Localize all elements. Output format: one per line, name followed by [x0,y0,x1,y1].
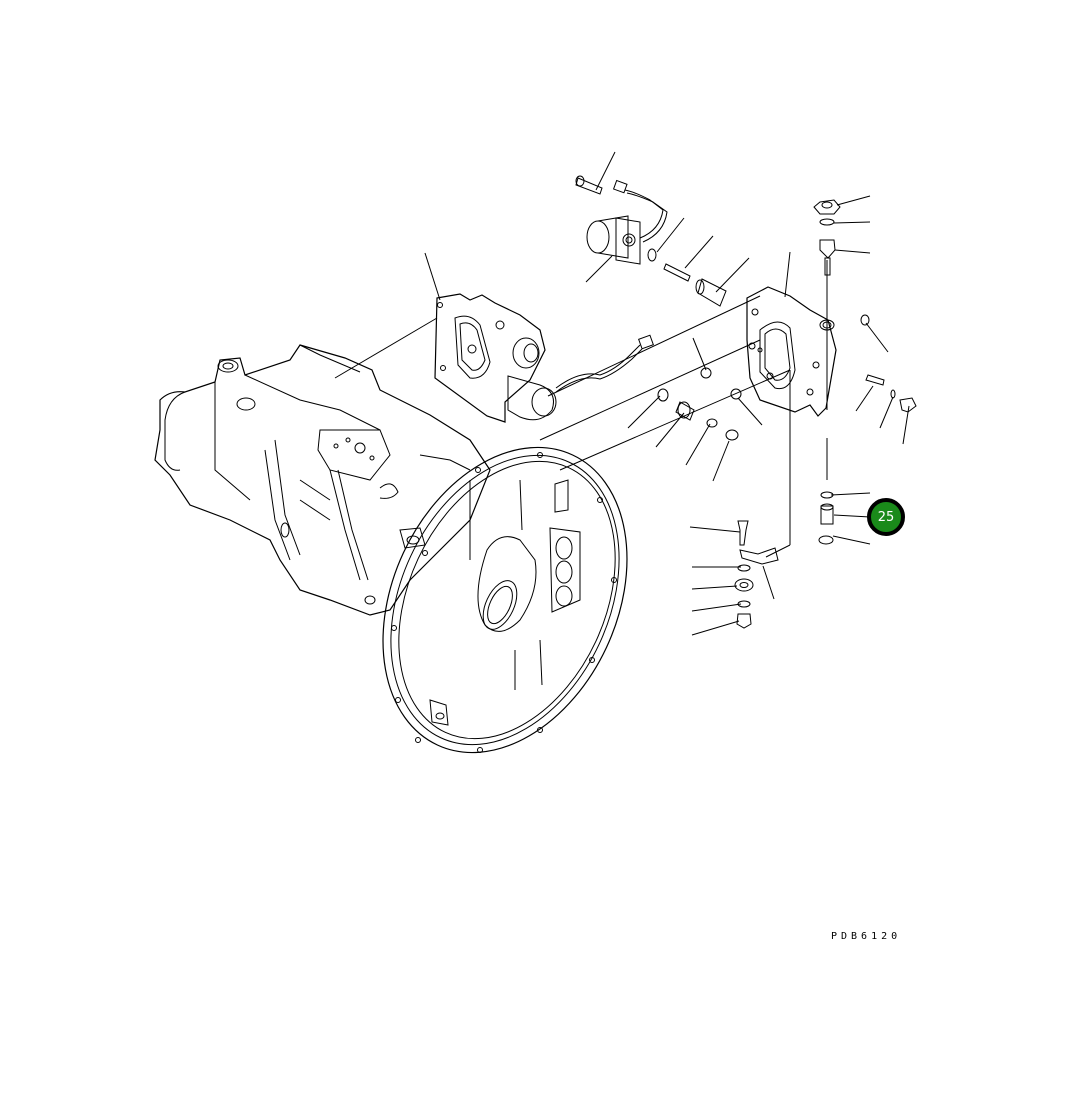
leader-line [762,565,775,600]
leader-line [685,423,711,466]
leader-line [715,257,750,293]
leader-line [737,397,763,426]
leader-line [784,251,791,298]
solenoid-valve [575,175,727,307]
leader-line [691,585,738,590]
leader-line [712,440,730,482]
fasteners [657,367,834,629]
assembly-lines [334,295,791,471]
leader-line [585,255,613,283]
leader-line [836,195,871,206]
drawing-code-label: PDB6120 [831,931,902,942]
leader-line [830,492,871,496]
leader-line [655,412,685,448]
leader-line [424,252,441,301]
pump-body [154,344,491,616]
leader-line [684,235,714,269]
regulator-valve [434,293,654,423]
leader-line [691,603,742,612]
leader-lines [424,151,910,636]
leader-line [595,151,616,191]
leader-line [833,514,871,518]
leader-line [902,405,910,445]
leader-line [832,535,871,545]
leader-line [855,385,874,412]
leader-line [691,620,740,636]
leader-line [879,396,894,429]
leader-line [834,249,871,254]
leader-line [865,322,889,353]
flange-housing [382,446,628,754]
leader-line [627,395,661,429]
leader-line [833,221,871,224]
leader-line [689,526,741,533]
leader-line [656,217,685,253]
leader-line [692,337,707,371]
callout-badge-25[interactable]: 25 [867,498,905,536]
